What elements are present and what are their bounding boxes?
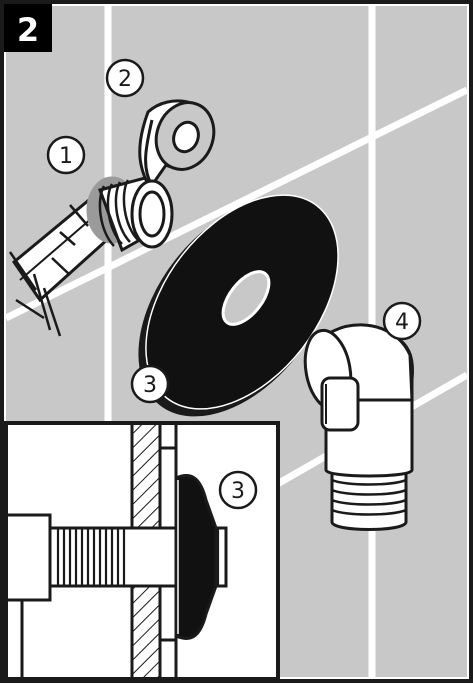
step-number: 2 <box>17 11 39 49</box>
inset-detail <box>6 423 278 679</box>
callout-3-flange: 3 <box>132 366 168 402</box>
callout-3-flange-label: 3 <box>143 373 157 398</box>
step-badge: 2 <box>4 4 52 52</box>
callout-1: 1 <box>48 137 84 173</box>
callout-3-inset: 3 <box>220 472 256 508</box>
callout-2: 2 <box>107 60 143 96</box>
callout-4-label: 4 <box>395 310 409 335</box>
callout-1-label: 1 <box>59 144 73 169</box>
callout-3-inset-label: 3 <box>231 479 245 504</box>
callout-4: 4 <box>384 303 420 339</box>
callout-2-label: 2 <box>118 67 132 92</box>
